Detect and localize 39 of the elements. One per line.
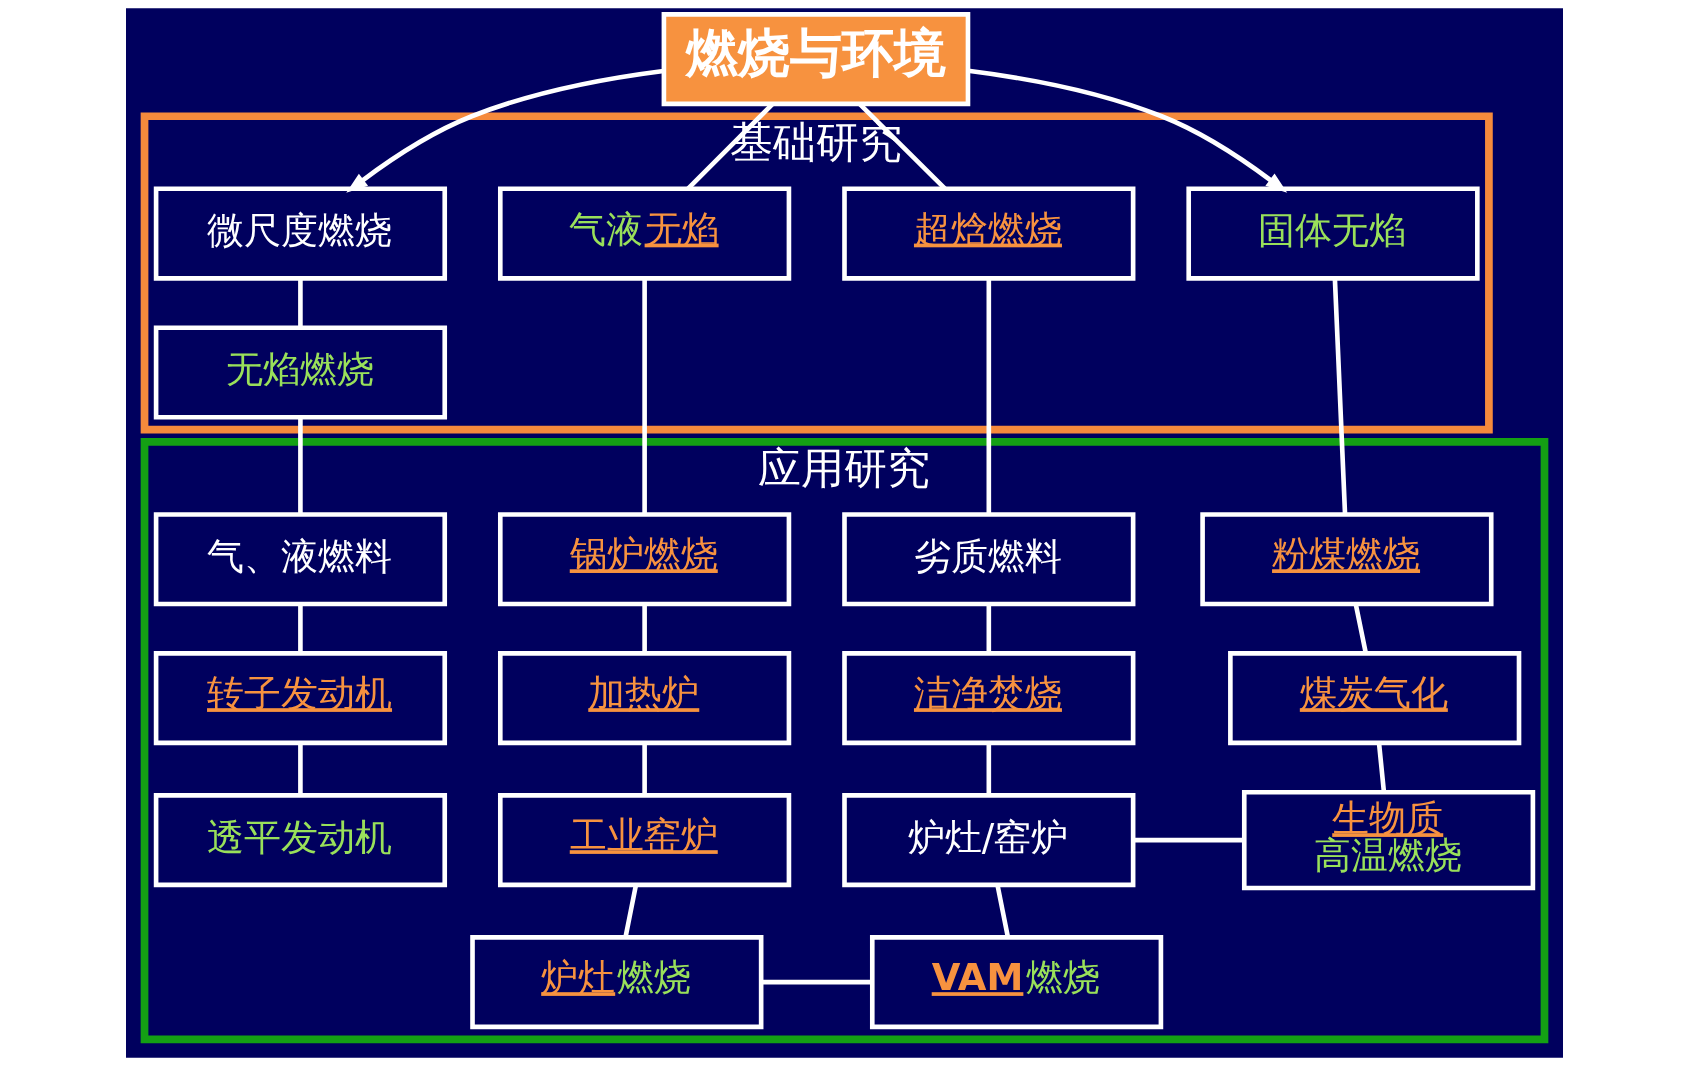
node-box: 锅炉燃烧	[498, 512, 792, 607]
node-box: 工业窑炉	[498, 793, 792, 888]
connector	[986, 743, 992, 795]
node-box: 转子发动机	[153, 651, 448, 746]
connector	[642, 604, 647, 653]
connector	[623, 885, 639, 938]
connector	[642, 278, 647, 515]
connector	[642, 743, 647, 795]
node-box: 洁净焚烧	[842, 651, 1136, 746]
connector	[986, 278, 992, 515]
connector	[1332, 278, 1348, 515]
connector	[1353, 604, 1369, 654]
node-box: 炉灶/窑炉	[842, 793, 1136, 888]
node-box: 微尺度燃烧	[153, 186, 448, 281]
connector	[995, 885, 1011, 938]
connector	[298, 604, 303, 653]
connector	[298, 743, 303, 795]
connector	[761, 979, 872, 985]
connector	[298, 417, 303, 514]
node-box: 生物质 高温燃烧	[1241, 790, 1536, 891]
node-box: 煤炭气化	[1228, 651, 1522, 746]
node-box: 气液无焰	[498, 186, 792, 281]
node-box: 固体无焰	[1186, 186, 1480, 281]
node-box: 粉煤燃烧	[1200, 512, 1494, 607]
node-box: 劣质燃料	[842, 512, 1136, 607]
node-box: 气、液燃料	[153, 512, 448, 607]
node-box: 加热炉	[498, 651, 792, 746]
node-box: VAM燃烧	[869, 935, 1164, 1030]
node-box: 无焰燃烧	[153, 325, 448, 420]
connector	[1133, 837, 1244, 843]
arrow	[346, 68, 664, 193]
connector	[298, 278, 303, 328]
node-box: 透平发动机	[153, 793, 448, 888]
node-box: 超焓燃烧	[842, 186, 1136, 281]
connector	[986, 604, 992, 653]
node-box: 炉灶燃烧	[470, 935, 764, 1030]
connector	[1376, 743, 1387, 793]
arrow	[967, 68, 1288, 193]
node-box: 燃烧与环境	[661, 12, 971, 107]
